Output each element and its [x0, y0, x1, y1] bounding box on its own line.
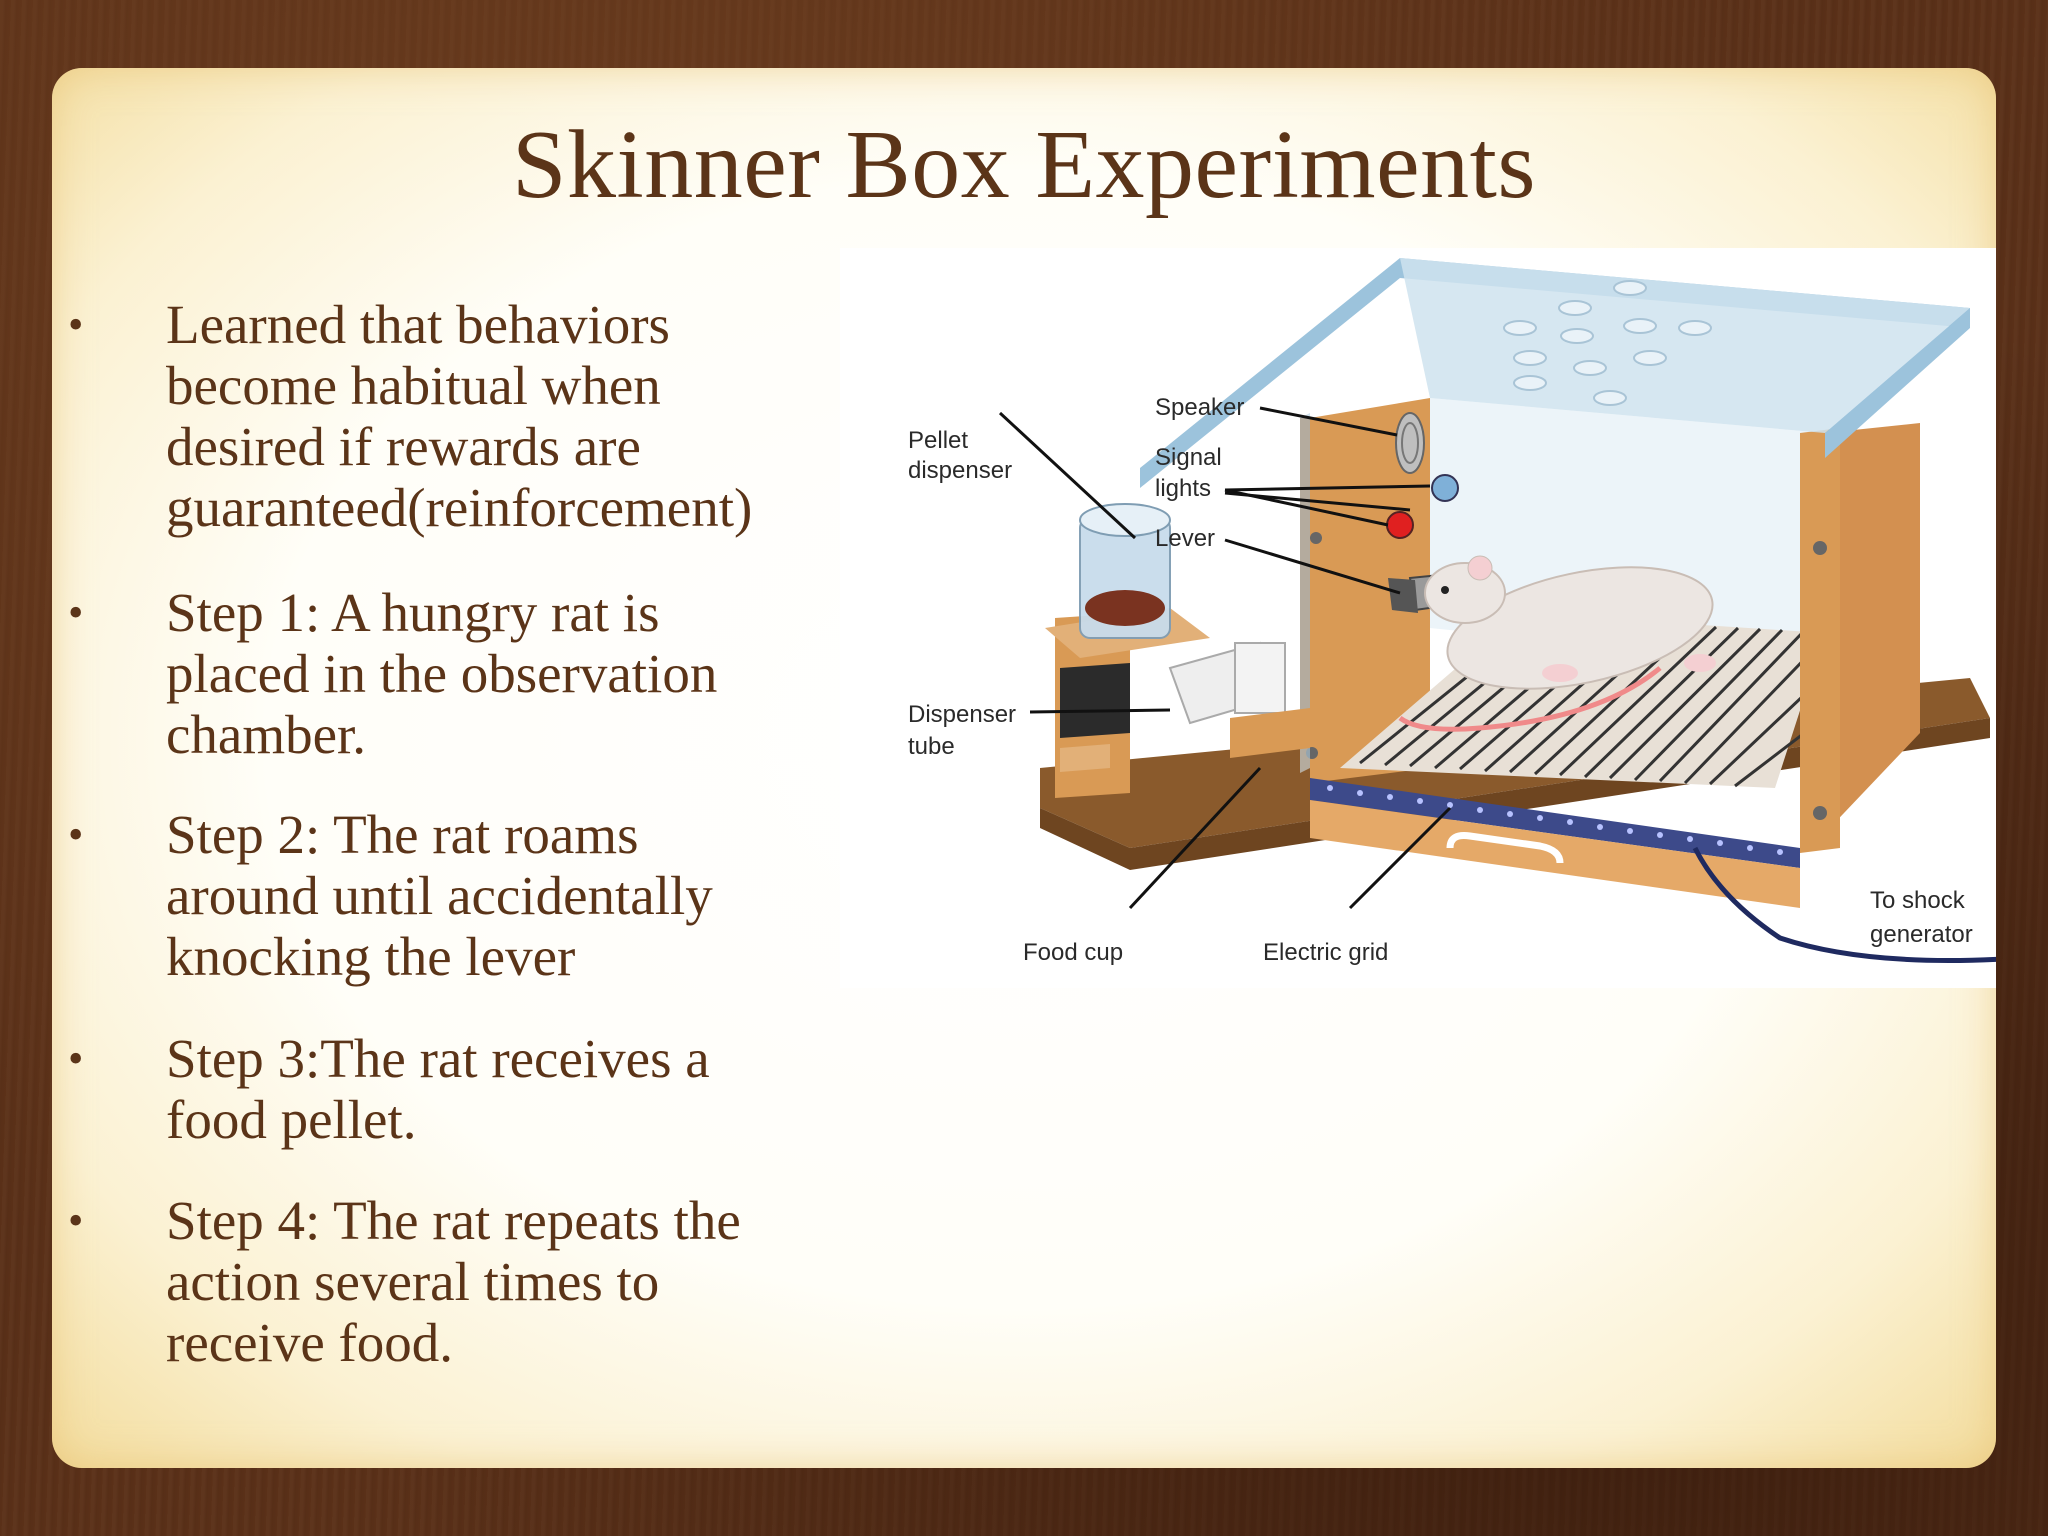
rat-tail: [1398, 666, 1662, 732]
leader-lines: [998, 406, 1452, 910]
skinner-box-illustration: Pellet dispenser Speaker Signal lights L…: [840, 248, 1996, 988]
bullet-line: Step 4: The rat repeats the: [166, 1190, 741, 1251]
label-dispenser-tube-2: tube: [908, 733, 955, 760]
signal-light-red: [1386, 511, 1414, 539]
label-to-shock-generator-2: generator: [1870, 921, 1973, 948]
slide-panel: Skinner Box Experiments • Learned that b…: [52, 68, 1996, 1468]
shock-cable: [1692, 846, 1996, 963]
grid-front-strip: [1310, 778, 1800, 868]
pellets: [1085, 590, 1165, 626]
slide-title: Skinner Box Experiments: [511, 111, 1537, 219]
right-wall: [1825, 423, 1920, 833]
back-wall: [1310, 398, 1430, 783]
wall-screw: [1310, 532, 1322, 544]
label-signal-lights-2: lights: [1155, 475, 1211, 502]
skinner-box-diagram: Pellet dispenser Speaker Signal lights L…: [840, 248, 1996, 988]
bullet-text: Step 1: A hungry rat is placed in the ob…: [166, 582, 886, 765]
label-food-cup: Food cup: [1023, 939, 1123, 966]
label-electric-grid: Electric grid: [1263, 939, 1388, 966]
signal-light-blue: [1431, 474, 1459, 502]
bullet-dot: •: [68, 1196, 84, 1245]
bullet-line: guaranteed(reinforcement): [166, 477, 753, 538]
glass-top-edge: [1140, 258, 1970, 488]
air-holes: [1503, 280, 1712, 406]
label-pellet-dispenser-1: Pellet: [908, 427, 968, 454]
bullet-dot: •: [68, 300, 84, 349]
bullet-dot: •: [68, 588, 84, 637]
bullet-line: Step 3:The rat receives a: [166, 1028, 710, 1089]
label-lever: Lever: [1155, 525, 1215, 552]
bullet-text: Learned that behaviors become habitual w…: [166, 294, 886, 538]
post-screw: [1813, 806, 1827, 820]
dispenser-base: [1060, 663, 1130, 738]
bullet-dot: •: [68, 1034, 84, 1083]
lever-slot: [1388, 578, 1418, 613]
label-to-shock-generator-1: To shock: [1870, 887, 1966, 914]
bullet-line: food pellet.: [166, 1089, 417, 1150]
grid-bars: [1359, 616, 1825, 788]
bullet-dot: •: [68, 810, 84, 859]
bullet-line: knocking the lever: [166, 926, 576, 987]
bullet-line: placed in the observation: [166, 643, 718, 704]
bullet-line: around until accidentally: [166, 865, 713, 926]
bullet-line: action several times to: [166, 1251, 660, 1312]
front-post: [1800, 428, 1840, 853]
label-dispenser-tube-1: Dispenser: [908, 701, 1016, 728]
bullet-text: Step 3:The rat receives a food pellet.: [166, 1028, 886, 1150]
bullet-line: Step 1: A hungry rat is: [166, 582, 660, 643]
bullet-line: Learned that behaviors: [166, 294, 670, 355]
drawer-handle: [1446, 832, 1564, 864]
rat: [1398, 555, 1716, 732]
bullet-line: receive food.: [166, 1312, 454, 1373]
post-screw: [1813, 541, 1827, 555]
glass-top: [1400, 258, 1970, 433]
speaker: [1395, 412, 1425, 474]
bullet-text: Step 4: The rat repeats the action sever…: [166, 1190, 886, 1373]
food-cup: [1230, 708, 1310, 758]
label-pellet-dispenser-2: dispenser: [908, 457, 1012, 484]
label-speaker: Speaker: [1155, 394, 1244, 421]
bullet-line: become habitual when: [166, 355, 661, 416]
grid-bar-ends: [1327, 785, 1783, 855]
diagram-labels: Pellet dispenser Speaker Signal lights L…: [908, 394, 1973, 966]
label-signal-lights-1: Signal: [1155, 444, 1222, 471]
bullet-line: desired if rewards are: [166, 416, 641, 477]
bullet-line: chamber.: [166, 704, 367, 765]
bullet-text: Step 2: The rat roams around until accid…: [166, 804, 886, 987]
bullet-line: Step 2: The rat roams: [166, 804, 639, 865]
